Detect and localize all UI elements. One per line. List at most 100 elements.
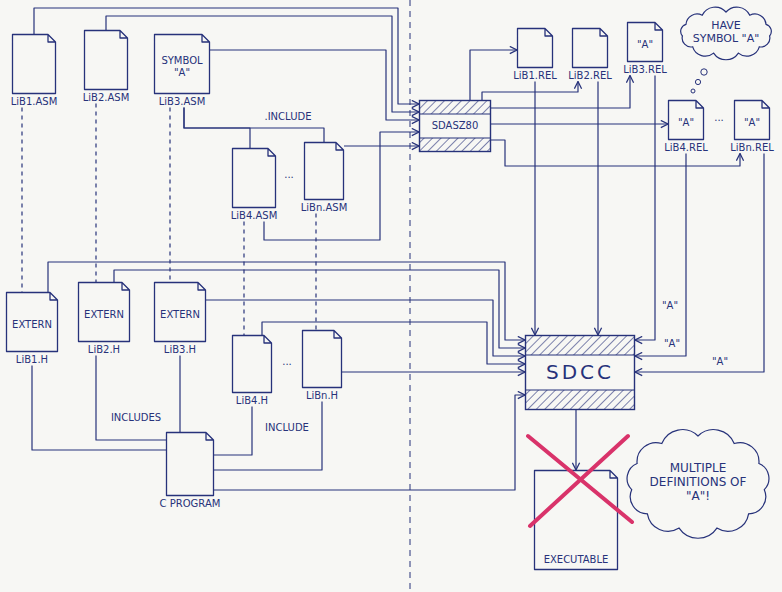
connector (635, 76, 655, 341)
shape-area: SDCC (525, 335, 635, 410)
symbol-label: "A" (662, 338, 682, 350)
hatched-band (525, 390, 635, 410)
doc-outline (304, 142, 344, 200)
file-name: LiB1.ASM (11, 96, 58, 108)
shape-area: SDASZ80 (419, 100, 491, 152)
document-outline (735, 101, 770, 140)
connector (214, 402, 322, 471)
asm-file: LiBn.ASM (300, 142, 349, 214)
connector (635, 154, 764, 373)
divider-line (410, 0, 411, 592)
text-area (308, 151, 340, 196)
doc-outline (12, 34, 56, 94)
shape-area: EXECUTABLE (534, 470, 618, 570)
shape-area (572, 28, 608, 68)
connector (342, 371, 525, 372)
connector (597, 82, 598, 336)
document-outline (233, 336, 272, 393)
symbol-label: "A" (710, 356, 730, 368)
rel-file: LiB1.REL (512, 28, 558, 82)
document-outline (233, 149, 276, 208)
file-content: SYMBOL "A" (158, 55, 206, 78)
file-content: "A" (631, 39, 659, 51)
shape-area: "A" (734, 100, 770, 140)
shape-area (304, 142, 344, 200)
connector (262, 322, 525, 364)
cross-mark (530, 436, 628, 526)
error-cloud: MULTIPLE DEFINITIONS OF "A"! (623, 428, 773, 538)
file-name: C PROGRAM (160, 498, 221, 510)
text-area: "A" (672, 109, 700, 136)
document-outline (303, 331, 342, 388)
band-edge (419, 113, 491, 114)
executable-file: EXECUTABLE (534, 470, 618, 570)
document-outline (167, 433, 214, 496)
tool-name: SDCC (529, 361, 631, 384)
symbol-label: "A" (660, 300, 680, 312)
file-content: "A" (738, 117, 766, 129)
shape-area: HAVE SYMBOL "A" (674, 4, 778, 62)
thought-dot (691, 89, 695, 93)
shape-area (517, 28, 553, 68)
shape-area (232, 335, 272, 393)
text-area (16, 43, 52, 90)
shape-area (232, 148, 276, 208)
header-file: EXTERN LiB3.H (154, 282, 206, 356)
doc-outline (232, 335, 272, 393)
file-name: LiB4.REL (664, 142, 708, 154)
text-area: EXTERN (10, 301, 54, 348)
file-content: "A" (672, 117, 700, 129)
text-area (306, 339, 338, 384)
connector (179, 356, 180, 433)
shape-area: MULTIPLE DEFINITIONS OF "A"! (623, 428, 773, 538)
shape-area: SYMBOL "A" (154, 34, 210, 94)
header-file: LiB4.H (232, 335, 272, 407)
connector (210, 50, 419, 120)
doc-outline (232, 148, 276, 208)
cloud-outline (627, 430, 769, 539)
connector (106, 16, 419, 112)
file-name: LiBn.H (306, 390, 338, 402)
file-name: LiB2.REL (568, 70, 612, 82)
document-outline (155, 35, 210, 94)
ellipsis: ... (280, 356, 294, 368)
text-area: "A" (631, 31, 659, 58)
shape-area: EXTERN (78, 282, 130, 342)
doc-outline (166, 432, 214, 496)
connector (635, 154, 686, 357)
file-name: LiB1.H (16, 354, 48, 366)
file-name: LiB3.H (164, 344, 196, 356)
file-content: EXTERN (82, 309, 126, 321)
hatched-band (419, 138, 491, 152)
directive-label: .INCLUDE (262, 111, 313, 123)
doc-outline (517, 28, 553, 68)
text-area: SDCC (529, 355, 631, 390)
assembler-box: SDASZ80 (419, 100, 491, 152)
cloud-text: HAVE SYMBOL "A" (690, 20, 763, 45)
text-area: MULTIPLE DEFINITIONS OF "A"! (646, 443, 751, 522)
tool-name: SDASZ80 (423, 120, 487, 132)
connector (491, 140, 740, 166)
include-label: INCLUDES (109, 412, 163, 424)
connector (575, 410, 576, 470)
cloud-outline (681, 7, 772, 60)
rel-file: "A"LiB3.REL (622, 22, 668, 76)
box-outline (526, 336, 635, 410)
shape-area (166, 432, 214, 496)
file-name: LiB1.REL (513, 70, 557, 82)
doc-outline (572, 28, 608, 68)
thought-dot (701, 69, 707, 75)
hatched-band (419, 100, 491, 114)
doc-outline (84, 30, 128, 90)
connector (491, 123, 668, 124)
dashed-link (21, 108, 22, 293)
file-name: LiB2.ASM (83, 92, 130, 104)
box-ground (525, 335, 635, 410)
asm-file: LiB4.ASM (230, 148, 279, 222)
header-file: LiBn.H (302, 330, 342, 402)
document-outline (573, 29, 608, 68)
file-content: EXTERN (10, 319, 54, 331)
box-outline (420, 101, 491, 152)
text-area: EXTERN (158, 291, 202, 338)
thought-dot (695, 79, 700, 84)
